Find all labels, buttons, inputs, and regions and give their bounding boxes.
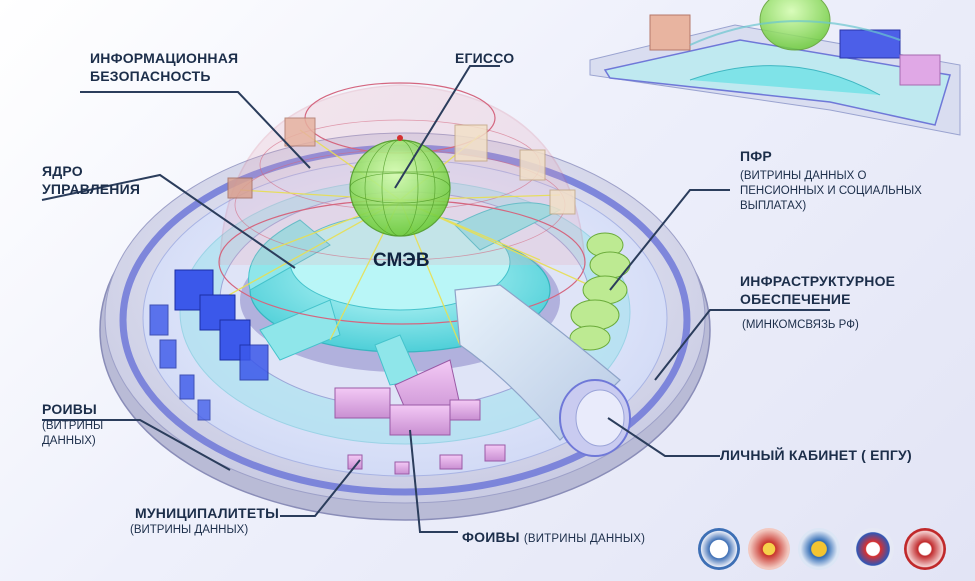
label-pfr-sub: (ВИТРИНЫ ДАННЫХ О ПЕНСИОННЫХ И СОЦИАЛЬНЫ… [740,169,922,214]
label-infra-line2: ОБЕСПЕЧЕНИЕ [740,291,851,307]
label-infra-sub: (МИНКОМСВЯЗЬ РФ) [742,319,859,331]
label-cabinet: ЛИЧНЫЙ КАБИНЕТ ( ЕПГУ) [720,447,912,463]
leader-lines [41,65,830,533]
label-pfr-sub-line2: ПЕНСИОННЫХ И СОЦИАЛЬНЫХ [740,185,922,197]
label-info-security-line2: БЕЗОПАСНОСТЬ [90,68,211,84]
label-roivy-sub: (ВИТРИНЫ ДАННЫХ) [42,419,103,449]
label-info-security: ИНФОРМАЦИОННАЯ БЕЗОПАСНОСТЬ [90,49,238,85]
egisso-sphere [349,135,451,237]
health-emblem-icon [852,528,894,570]
coat-of-arms-icon [748,528,790,570]
label-core: ЯДРО УПРАВЛЕНИЯ [42,162,140,198]
label-roivy: РОИВЫ [42,401,97,417]
label-infra: ИНФРАСТРУКТУРНОЕ ОБЕСПЕЧЕНИЕ [740,272,895,308]
label-core-line1: ЯДРО [42,163,83,179]
label-foivy: ФОИВЫ (ВИТРИНЫ ДАННЫХ) [462,528,645,548]
medical-emblem-icon [904,528,946,570]
label-municipal-sub: (ВИТРИНЫ ДАННЫХ) [130,524,249,536]
roivy-blocks [149,269,269,421]
label-roivy-sub-line2: ДАННЫХ) [42,435,96,447]
ministry-emblem-icon [698,528,740,570]
label-pfr: ПФР [740,148,772,164]
foivy-blocks [334,359,506,475]
cabinet-tube [454,284,631,457]
label-smev: СМЭВ [373,250,430,271]
label-info-security-line1: ИНФОРМАЦИОННАЯ [90,50,239,66]
label-egisso: ЕГИССО [455,50,515,66]
inset-view [589,0,961,136]
label-municipal: МУНИЦИПАЛИТЕТЫ [135,505,280,521]
label-foivy-main: ФОИВЫ [462,529,520,545]
social-fund-emblem-icon [798,528,840,570]
label-roivy-sub-line1: (ВИТРИНЫ [42,420,104,432]
label-core-line2: УПРАВЛЕНИЯ [42,181,141,197]
label-pfr-sub-line1: (ВИТРИНЫ ДАННЫХ О [740,170,867,182]
top-buildings [227,117,576,215]
label-pfr-sub-line3: ВЫПЛАТАХ) [740,200,807,212]
label-foivy-sub: (ВИТРИНЫ ДАННЫХ) [523,533,646,545]
label-infra-line1: ИНФРАСТРУКТУРНОЕ [740,273,896,289]
